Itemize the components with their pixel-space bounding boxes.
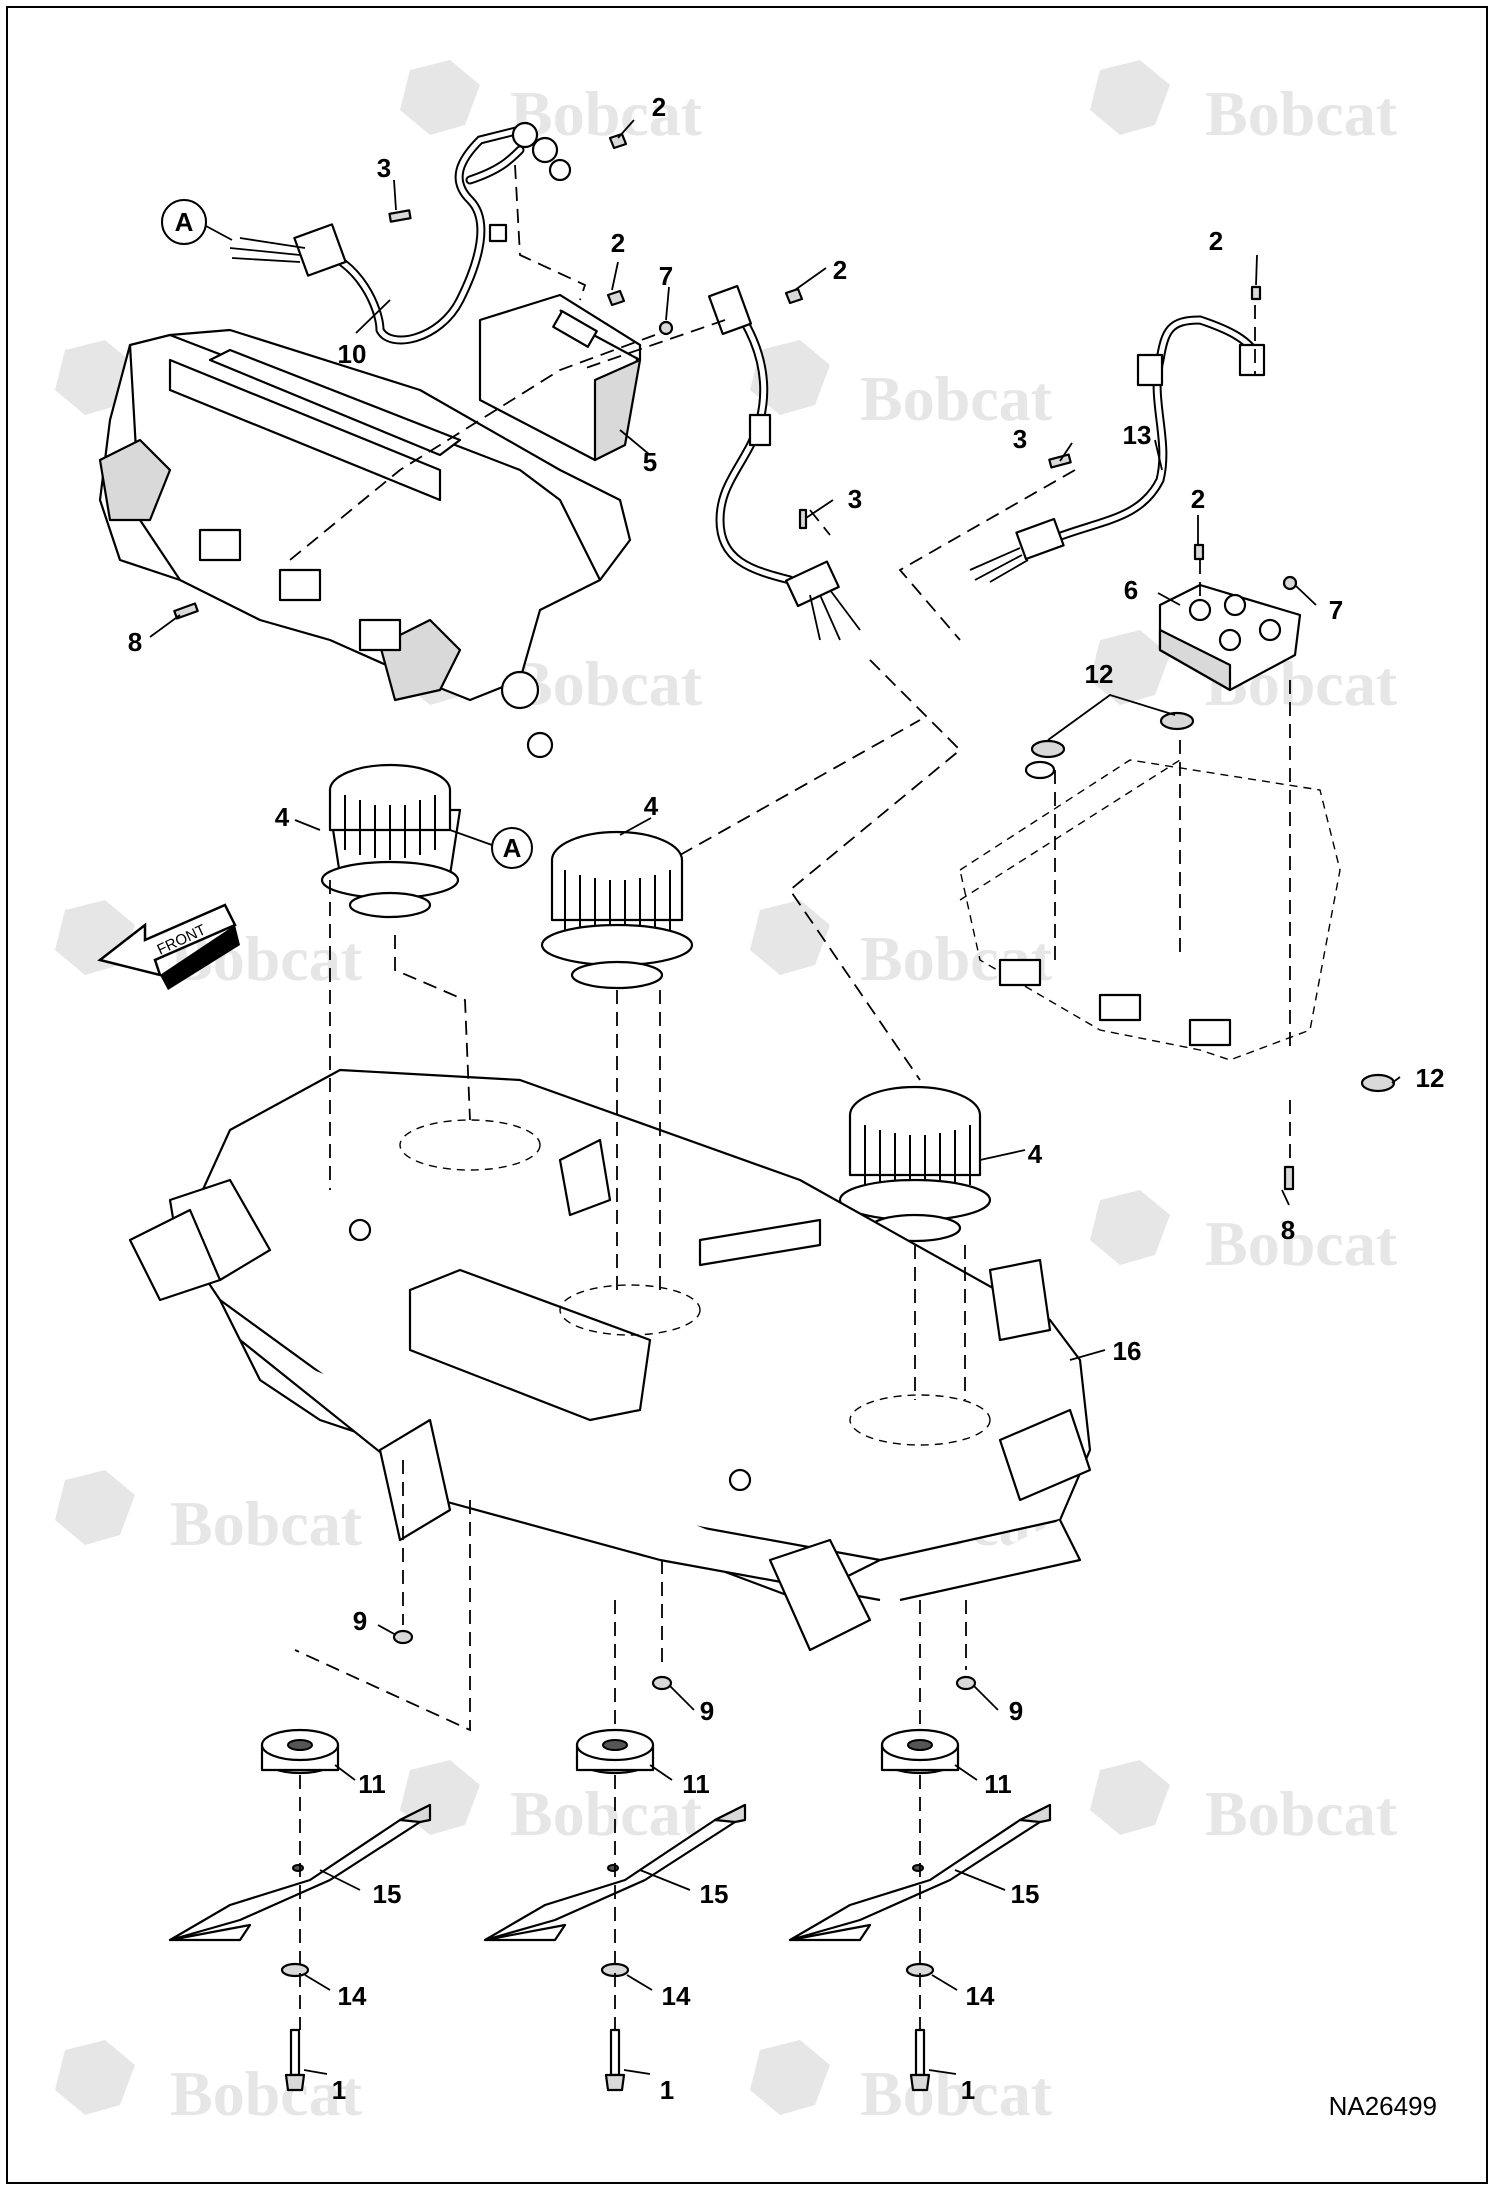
bolt-1-right <box>909 2028 931 2092</box>
svg-text:Bobcat: Bobcat <box>170 1488 363 1559</box>
mounting-plate <box>959 759 1341 1061</box>
callout-1: 1 <box>332 2075 346 2105</box>
blade-motor-4-left <box>320 763 462 919</box>
callout-11: 11 <box>984 1769 1012 1799</box>
wire-harness-middle <box>707 284 861 641</box>
callout-2: 2 <box>611 228 625 258</box>
callout-7: 7 <box>1329 595 1343 625</box>
callout-2: 2 <box>1209 226 1223 256</box>
callout-1: 1 <box>961 2075 975 2105</box>
mower-blade-15-center <box>483 1803 747 1942</box>
callout-2: 2 <box>652 92 666 122</box>
bolt-1-center <box>604 2028 626 2092</box>
callout-9: 9 <box>1009 1696 1023 1726</box>
callout-3: 3 <box>1013 424 1027 454</box>
callout-15: 15 <box>373 1879 402 1909</box>
drawing-number: NA26499 <box>1329 2091 1437 2121</box>
svg-text:Bobcat: Bobcat <box>860 2058 1053 2129</box>
callout-14: 14 <box>338 1981 367 2011</box>
callout-12: 12 <box>1416 1063 1445 1093</box>
callout-10: 10 <box>338 339 367 369</box>
callout-13: 13 <box>1123 420 1152 450</box>
callout-16: 16 <box>1113 1336 1142 1366</box>
detail-reference-label: A <box>503 833 522 863</box>
bolt-3 <box>388 209 412 223</box>
bobcat-logo-watermark: Bobcat <box>400 1760 703 1849</box>
callout-4: 4 <box>275 802 290 832</box>
mower-deck-16 <box>128 1068 1092 1652</box>
spindle-11-center <box>575 1728 655 1775</box>
callout-6: 6 <box>1124 575 1138 605</box>
bobcat-logo-watermark: Bobcat <box>1090 1760 1398 1849</box>
mower-blade-15-right <box>788 1803 1052 1942</box>
callout-leaders <box>149 119 1401 2075</box>
callout-14: 14 <box>662 1981 691 2011</box>
callout-3: 3 <box>848 484 862 514</box>
hardware-bolts-nuts <box>173 132 1396 1691</box>
assembly-lines <box>289 164 1291 2030</box>
bobcat-logo-watermark: Bobcat <box>55 1470 363 1559</box>
callout-15: 15 <box>1011 1879 1040 1909</box>
svg-text:Bobcat: Bobcat <box>1205 1778 1398 1849</box>
svg-text:Bobcat: Bobcat <box>170 2058 363 2129</box>
bobcat-logo-watermark: Bobcat <box>750 2040 1053 2129</box>
callout-11: 11 <box>682 1769 710 1799</box>
callout-9: 9 <box>353 1606 367 1636</box>
callout-15: 15 <box>700 1879 729 1909</box>
svg-text:Bobcat: Bobcat <box>510 78 703 149</box>
callout-8: 8 <box>1281 1215 1295 1245</box>
washer-14-left <box>280 1962 310 1978</box>
callout-1: 1 <box>660 2075 674 2105</box>
svg-text:Bobcat: Bobcat <box>1205 78 1398 149</box>
callout-numbers: 2 3 2 7 2 10 5 8 3 3 2 13 2 6 7 12 12 4 … <box>128 92 1445 2105</box>
detail-reference-circle <box>491 827 533 869</box>
callout-9: 9 <box>700 1696 714 1726</box>
spindle-11-left <box>260 1728 340 1775</box>
bolt-1-left <box>284 2028 306 2092</box>
callout-14: 14 <box>966 1981 995 2011</box>
callout-8: 8 <box>128 627 142 657</box>
bobcat-logo-watermark: Bobcat <box>55 2040 363 2129</box>
controller-module-5 <box>478 293 642 462</box>
detail-reference-circle <box>161 199 207 245</box>
callout-11: 11 <box>358 1769 386 1799</box>
callout-7: 7 <box>659 261 673 291</box>
callout-4: 4 <box>644 791 659 821</box>
bobcat-logo-watermark: Bobcat <box>400 60 703 149</box>
svg-text:Bobcat: Bobcat <box>860 363 1053 434</box>
callout-2: 2 <box>1191 484 1205 514</box>
bobcat-logo-watermark: Bobcat <box>1090 1190 1398 1279</box>
wire-harness-13 <box>969 315 1266 583</box>
bobcat-logo-watermark: Bobcat <box>1090 60 1398 149</box>
callout-5: 5 <box>643 447 657 477</box>
callout-12: 12 <box>1085 659 1114 689</box>
svg-text:Bobcat: Bobcat <box>510 648 703 719</box>
spindle-11-right <box>880 1728 960 1775</box>
svg-text:Bobcat: Bobcat <box>1205 1208 1398 1279</box>
callout-3: 3 <box>377 153 391 183</box>
callout-2: 2 <box>833 255 847 285</box>
callout-4: 4 <box>1028 1139 1043 1169</box>
controller-module-6 <box>1158 583 1302 692</box>
svg-text:Bobcat: Bobcat <box>510 1778 703 1849</box>
chassis-frame <box>98 328 632 759</box>
wire-harness-10 <box>229 121 572 345</box>
blade-motor-4-center <box>540 830 694 990</box>
bobcat-logo-watermark: Bobcat <box>750 340 1053 434</box>
detail-reference-label: A <box>175 207 194 237</box>
front-direction-arrow: FRONT <box>97 903 240 990</box>
